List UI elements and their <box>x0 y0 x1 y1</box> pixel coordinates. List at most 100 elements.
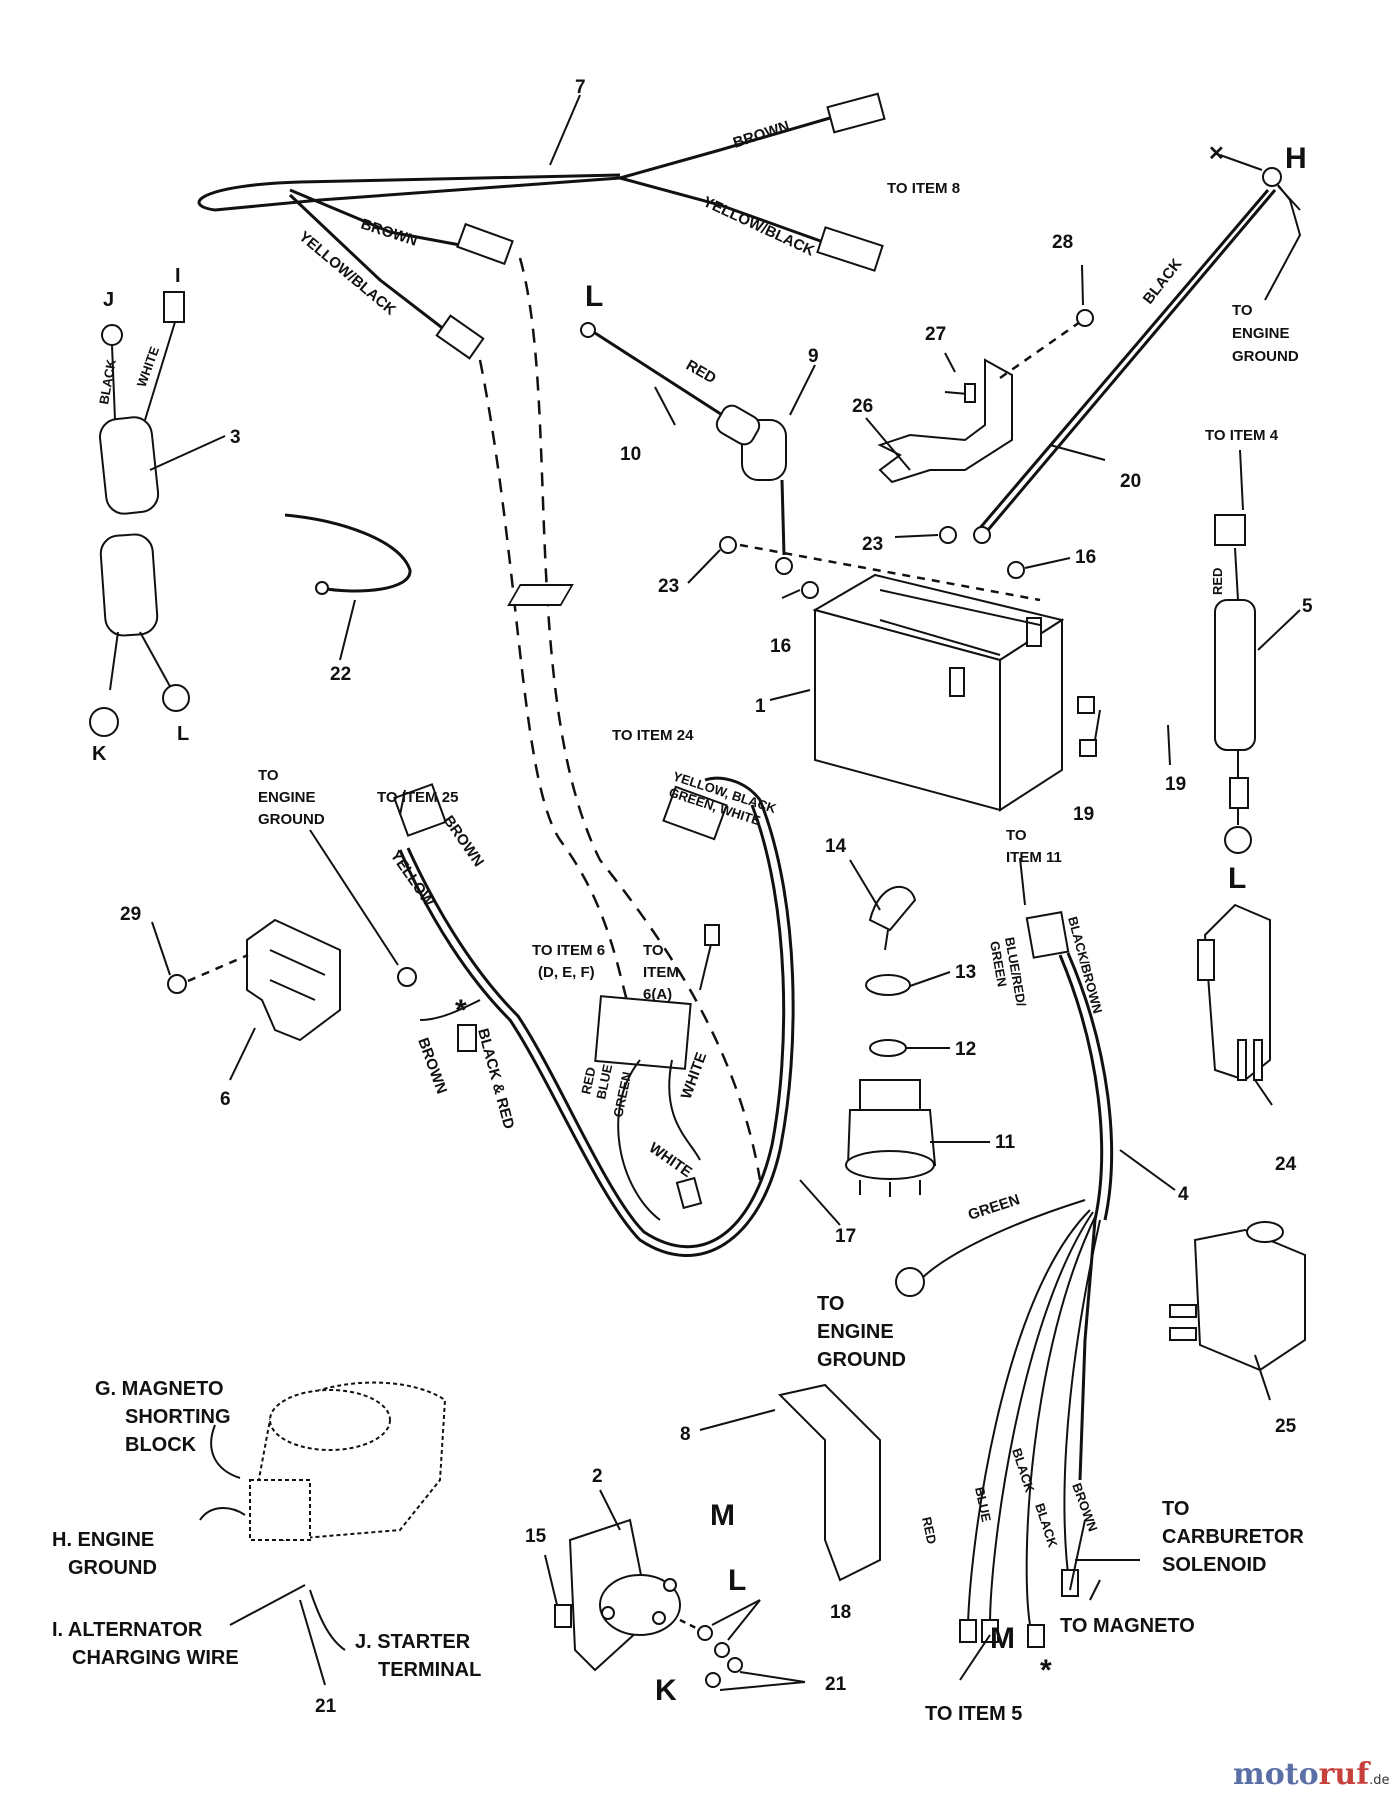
note-h-engine-2: GROUND <box>68 1557 157 1579</box>
routing-dash-a <box>518 257 762 1181</box>
note-carburetor-3: SOLENOID <box>1162 1554 1266 1576</box>
note-to-engine-ground-h-3: GROUND <box>1232 348 1299 365</box>
callout-10: 10 <box>620 444 641 465</box>
callout-2: 2 <box>592 1466 603 1487</box>
callout-11: 11 <box>995 1132 1016 1153</box>
routing-dash-b <box>478 359 642 1041</box>
letter-h: H <box>1285 142 1307 175</box>
wire-yellow-black-mid: YELLOW/BLACK <box>295 228 399 319</box>
logo-moto: moto <box>1233 1757 1319 1792</box>
callout-13: 13 <box>955 962 976 983</box>
wire-black-3: BLACK <box>96 358 119 406</box>
callout-9: 9 <box>808 346 819 367</box>
note-engine-ground-green-2: ENGINE <box>817 1321 894 1343</box>
note-to-item-6def-2: (D, E, F) <box>538 964 595 981</box>
note-carburetor-2: CARBURETOR <box>1162 1526 1304 1548</box>
letter-l-right: L <box>1228 862 1246 895</box>
battery-1 <box>507 526 1171 812</box>
note-to-item-6def-1: TO ITEM 6 <box>532 942 605 959</box>
wire-white-3: WHITE <box>134 344 163 389</box>
callout-19-right: 19 <box>1165 774 1186 795</box>
star-bottom: * <box>1040 1654 1052 1687</box>
note-to-item-6a-3: 6(A) <box>643 986 672 1003</box>
note-i-alternator-2: CHARGING WIRE <box>72 1647 239 1669</box>
watermark-logo: motoruf.de <box>1233 1757 1390 1792</box>
callout-1: 1 <box>755 696 766 717</box>
note-to-item-11-2: ITEM 11 <box>1006 849 1062 866</box>
callout-17: 17 <box>835 1226 856 1247</box>
solenoid-2 <box>544 1489 806 1691</box>
note-j-starter-2: TERMINAL <box>378 1659 481 1681</box>
wire-black-20: BLACK <box>1140 255 1186 307</box>
note-to-item-25: TO ITEM 25 <box>377 789 458 806</box>
harness-17 <box>309 776 841 1257</box>
note-g-magneto-3: BLOCK <box>125 1434 197 1456</box>
note-g-magneto-2: SHORTING <box>125 1406 231 1428</box>
callout-22: 22 <box>330 664 351 685</box>
callout-20: 20 <box>1120 471 1141 492</box>
callout-6: 6 <box>220 1089 231 1110</box>
wire-blue-4: BLUE <box>972 1486 994 1524</box>
callout-24: 24 <box>1275 1154 1297 1175</box>
logo-ruf: ruf <box>1319 1757 1372 1792</box>
callout-4: 4 <box>1178 1184 1189 1205</box>
callout-8: 8 <box>680 1424 691 1445</box>
note-to-item-6a-2: ITEM <box>643 964 679 981</box>
wire-red-4: RED <box>919 1516 939 1546</box>
wire-green-6: GREEN <box>610 1070 634 1118</box>
wire-green-4: GREEN <box>966 1191 1022 1224</box>
note-i-alternator-1: I. ALTERNATOR <box>52 1619 203 1641</box>
note-engine-ground-left-2: ENGINE <box>258 789 316 806</box>
callout-23-left: 23 <box>658 576 679 597</box>
destination-notes: TO ITEM 8 TO ENGINE GROUND TO ITEM 4 TO … <box>52 180 1304 1725</box>
note-carburetor-1: TO <box>1162 1498 1189 1520</box>
letter-j: J <box>103 289 114 311</box>
wire-white-6b: WHITE <box>646 1139 695 1181</box>
svg-text:motoruf.de: motoruf.de <box>1233 1757 1390 1792</box>
wire-labels: BROWN YELLOW/BLACK BROWN YELLOW/BLACK BL… <box>96 118 1225 1550</box>
engine-block <box>199 1381 447 1686</box>
wire-black-4b: BLACK <box>1032 1501 1061 1549</box>
wire-black-red: BLACK & RED <box>474 1027 517 1131</box>
wire-brown-top: BROWN <box>731 118 792 152</box>
item-22-strap <box>284 513 412 661</box>
note-to-item-24: TO ITEM 24 <box>612 727 694 744</box>
callout-27: 27 <box>925 324 946 345</box>
note-to-item-4: TO ITEM 4 <box>1205 427 1279 444</box>
wire-red-10: RED <box>683 357 719 388</box>
svg-text:✕: ✕ <box>1208 143 1225 165</box>
item-6-shorting-block <box>151 918 341 1081</box>
letter-m-bottom: M <box>990 1622 1015 1655</box>
callout-29: 29 <box>120 904 141 925</box>
wire-red-5: RED <box>1210 568 1225 595</box>
callout-21-solenoid: 21 <box>825 1674 847 1695</box>
callout-14: 14 <box>825 836 847 857</box>
callout-15: 15 <box>525 1526 547 1547</box>
cable-10 <box>580 322 816 575</box>
wire-brown-mid: BROWN <box>359 216 420 250</box>
bracket-26 <box>865 264 1094 484</box>
letter-k: K <box>92 743 107 765</box>
note-to-engine-ground-h-2: ENGINE <box>1232 325 1290 342</box>
note-engine-ground-left-1: TO <box>258 767 279 784</box>
callout-25: 25 <box>1275 1416 1297 1437</box>
note-to-item-11-1: TO <box>1006 827 1027 844</box>
letter-i: I <box>175 265 181 287</box>
callout-7: 7 <box>575 77 586 98</box>
callout-numbers: 7 3 22 10 9 28 27 26 20 23 23 16 16 1 19… <box>120 77 1313 1717</box>
note-to-item-6a-1: TO <box>643 942 664 959</box>
note-to-item-5: TO ITEM 5 <box>925 1703 1022 1725</box>
callout-23-right: 23 <box>862 534 883 555</box>
item-5-fuse <box>1214 449 1301 854</box>
letter-l-left: L <box>177 723 189 745</box>
callout-5: 5 <box>1302 596 1313 617</box>
wire-blue-6: BLUE <box>593 1063 615 1101</box>
bracket-8 <box>699 1383 881 1582</box>
callout-21-engine: 21 <box>315 1696 337 1717</box>
switch-25 <box>1169 1221 1306 1401</box>
note-engine-ground-green-3: GROUND <box>817 1349 906 1371</box>
callout-18: 18 <box>830 1602 851 1623</box>
logo-de: .de <box>1369 1773 1389 1788</box>
